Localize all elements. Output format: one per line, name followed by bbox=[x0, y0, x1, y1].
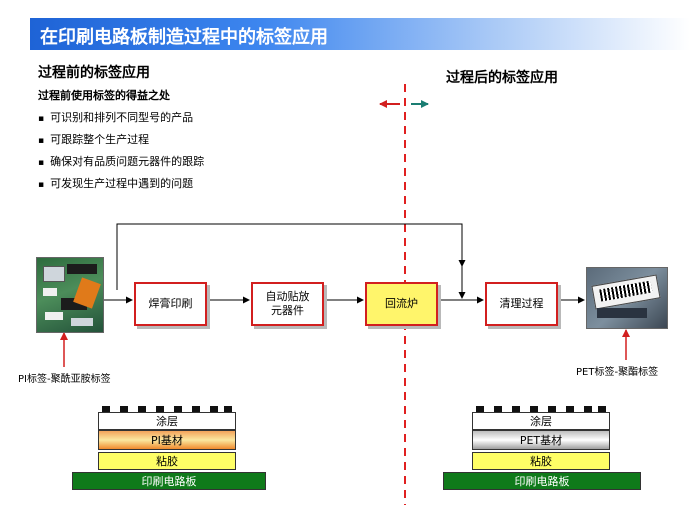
layer-coating-right: 涂层 bbox=[472, 412, 610, 430]
pcb-photo-left bbox=[36, 257, 104, 333]
layer-pet-substrate: PET基材 bbox=[472, 430, 610, 450]
pcb-base-left: 印刷电路板 bbox=[72, 472, 266, 490]
before-heading: 过程前的标签应用 bbox=[38, 65, 150, 81]
benefit-item: 可发现生产过程中遇到的问题 bbox=[38, 173, 204, 195]
benefit-item: 确保对有品质问题元器件的跟踪 bbox=[38, 151, 204, 173]
benefit-item: 可跟踪整个生产过程 bbox=[38, 129, 204, 151]
component-row-left bbox=[98, 406, 236, 414]
step-component-placement: 自动贴放 元器件 bbox=[251, 282, 324, 326]
layer-pi-substrate: PI基材 bbox=[98, 430, 236, 450]
after-heading: 过程后的标签应用 bbox=[446, 70, 558, 86]
layer-coating-left: 涂层 bbox=[98, 412, 236, 430]
step-solder-paste-printing: 焊膏印刷 bbox=[134, 282, 207, 326]
page-title: 在印刷电路板制造过程中的标签应用 bbox=[40, 27, 328, 48]
title-bar: 在印刷电路板制造过程中的标签应用 bbox=[30, 18, 690, 50]
layer-adhesive-right: 粘胶 bbox=[472, 452, 610, 470]
before-subheading: 过程前使用标签的得益之处 bbox=[38, 89, 170, 102]
pcb-base-right: 印刷电路板 bbox=[443, 472, 641, 490]
caption-pi-label: PI标签-聚酰亚胺标签 bbox=[18, 374, 111, 385]
benefit-list: 可识别和排列不同型号的产品 可跟踪整个生产过程 确保对有品质问题元器件的跟踪 可… bbox=[38, 107, 204, 195]
pcb-photo-right bbox=[586, 267, 668, 329]
step-reflow-oven: 回流炉 bbox=[365, 282, 438, 326]
benefit-item: 可识别和排列不同型号的产品 bbox=[38, 107, 204, 129]
component-row-right bbox=[472, 406, 610, 414]
layer-adhesive-left: 粘胶 bbox=[98, 452, 236, 470]
step-cleaning: 清理过程 bbox=[485, 282, 558, 326]
caption-pet-label: PET标签-聚酯标签 bbox=[576, 367, 659, 378]
